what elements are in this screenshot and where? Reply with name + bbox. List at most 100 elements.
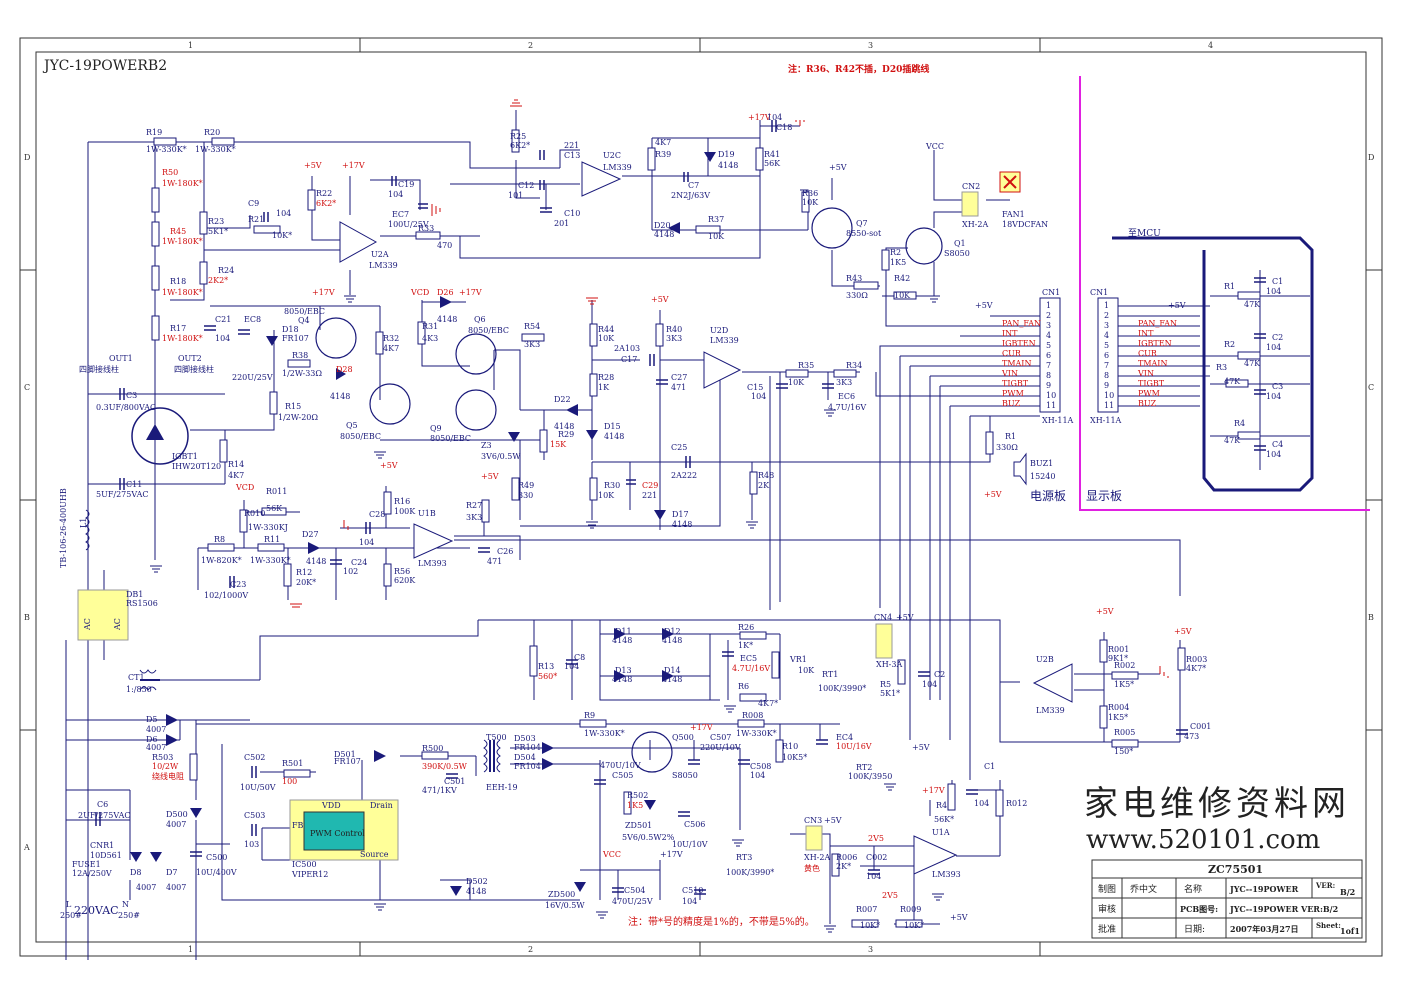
component-label: L1 [79, 518, 88, 528]
component-label: 4007 [166, 883, 186, 892]
component-label: 4K7* [1186, 664, 1206, 673]
component-label: C508 [750, 762, 771, 771]
component-label: 104 [1266, 450, 1281, 459]
component-label: 330Ω [846, 291, 868, 300]
component-label: R36 [802, 189, 818, 198]
component-label: C507 [710, 733, 731, 742]
q9 [455, 389, 497, 431]
cn1-display-signal: INT [1138, 329, 1154, 338]
component-label: VIPER12 [291, 870, 328, 879]
col-mark: 2 [528, 945, 533, 954]
component-label: 6K2* [510, 141, 530, 150]
cn1-power-signal: PWM [1002, 389, 1024, 398]
cn1-display-pin: 5 [1104, 341, 1109, 350]
component-label: 10K* [272, 231, 292, 240]
component-label: R25 [510, 132, 526, 141]
component-label: Q4 [298, 316, 310, 325]
component-label: R24 [218, 266, 234, 275]
component-label: R10 [782, 742, 798, 751]
q7 [811, 207, 853, 249]
component-label: 390K/0.5W [422, 762, 468, 771]
component-label: C2 [934, 670, 945, 679]
cn1-display-connector [1097, 297, 1119, 413]
component-label: U2A [371, 250, 389, 259]
resistors [151, 129, 1261, 928]
component-label: 100K [394, 507, 416, 516]
row-mark: A [23, 843, 30, 852]
cn1-display-pin: 7 [1104, 361, 1109, 370]
component-label: 10K [802, 198, 819, 207]
component-label: CN1 [1090, 288, 1108, 297]
tb-key: 日期: [1184, 924, 1205, 935]
component-label: 104 [276, 209, 291, 218]
component-label: 8550-sot [846, 229, 882, 238]
component-label: 2K [758, 481, 770, 490]
outer-frame [19, 37, 1383, 957]
component-label: C29 [642, 481, 658, 490]
component-label: 2V5 [882, 891, 898, 900]
component-label: R29 [558, 430, 574, 439]
cn1-display-signal: TIGBT [1138, 379, 1165, 388]
fan-icon [1003, 175, 1017, 189]
component-label: EC4 [836, 733, 853, 742]
component-label: R4 [936, 801, 947, 810]
component-label: 1W-180K* [162, 179, 203, 188]
component-label: +17V [459, 288, 482, 297]
component-label: 470U/10V [600, 761, 641, 770]
component-label: +5V [1096, 607, 1114, 616]
component-label: D26 [437, 288, 454, 297]
component-label: R38 [292, 351, 308, 360]
component-label: C1 [1272, 277, 1283, 286]
tb-value: 乔中文 [1130, 883, 1157, 895]
component-label: 4.7U/16V [732, 664, 770, 673]
component-label: 104 [767, 113, 782, 122]
component-label: R003 [1186, 655, 1207, 664]
db1-ac-label: AC [113, 618, 122, 631]
component-label: 4148 [330, 392, 350, 401]
u2c-opamp [581, 161, 622, 197]
component-label: 黄色 [804, 863, 820, 873]
component-label: VDD [321, 801, 341, 810]
igbt1 [131, 407, 189, 465]
component-label: 3K3 [524, 340, 540, 349]
component-label: C10 [564, 209, 580, 218]
component-label: Q9 [430, 424, 442, 433]
doc-number: ZC75501 [1208, 863, 1263, 876]
l1-inductor [85, 509, 90, 551]
component-label: C11 [126, 480, 142, 489]
component-label: XH-3A [876, 660, 902, 669]
component-label: 4148 [654, 230, 674, 239]
component-label: 4148 [662, 675, 682, 684]
col-mark: 1 [188, 41, 193, 50]
component-label: R008 [742, 711, 763, 720]
component-label: +5V [824, 816, 842, 825]
component-label: ZD501 [625, 821, 652, 830]
component-label: R012 [1006, 799, 1027, 808]
component-label: R009 [900, 905, 921, 914]
q500 [631, 731, 673, 773]
cn1-power-pin: 6 [1046, 351, 1051, 360]
component-label: 250# [118, 911, 140, 920]
component-label: 101 [508, 191, 523, 200]
row-mark: B [1368, 613, 1374, 622]
component-label: VCC [602, 850, 621, 859]
transistors [131, 207, 943, 773]
component-label: 471/1KV [422, 786, 457, 795]
component-label: R14 [228, 460, 244, 469]
component-label: R40 [666, 325, 682, 334]
q4 [315, 317, 357, 359]
component-label: 100K/3990* [818, 684, 866, 693]
component-label: R2 [1224, 340, 1235, 349]
cn1-display-pin: 8 [1104, 371, 1109, 380]
component-label: 4K3 [422, 334, 438, 343]
circuit-wires [65, 110, 1310, 960]
component-label: BUZ1 [1030, 459, 1053, 468]
component-label: 104 [922, 680, 937, 689]
cn1-display-signal: VIN [1137, 369, 1154, 378]
component-label: 5K1* [880, 689, 900, 698]
component-label: FUSE1 [72, 860, 101, 869]
component-label: VCD [410, 288, 429, 297]
buzzer-icon [1013, 452, 1027, 486]
component-label: R35 [798, 361, 814, 370]
component-label: C23 [230, 580, 246, 589]
